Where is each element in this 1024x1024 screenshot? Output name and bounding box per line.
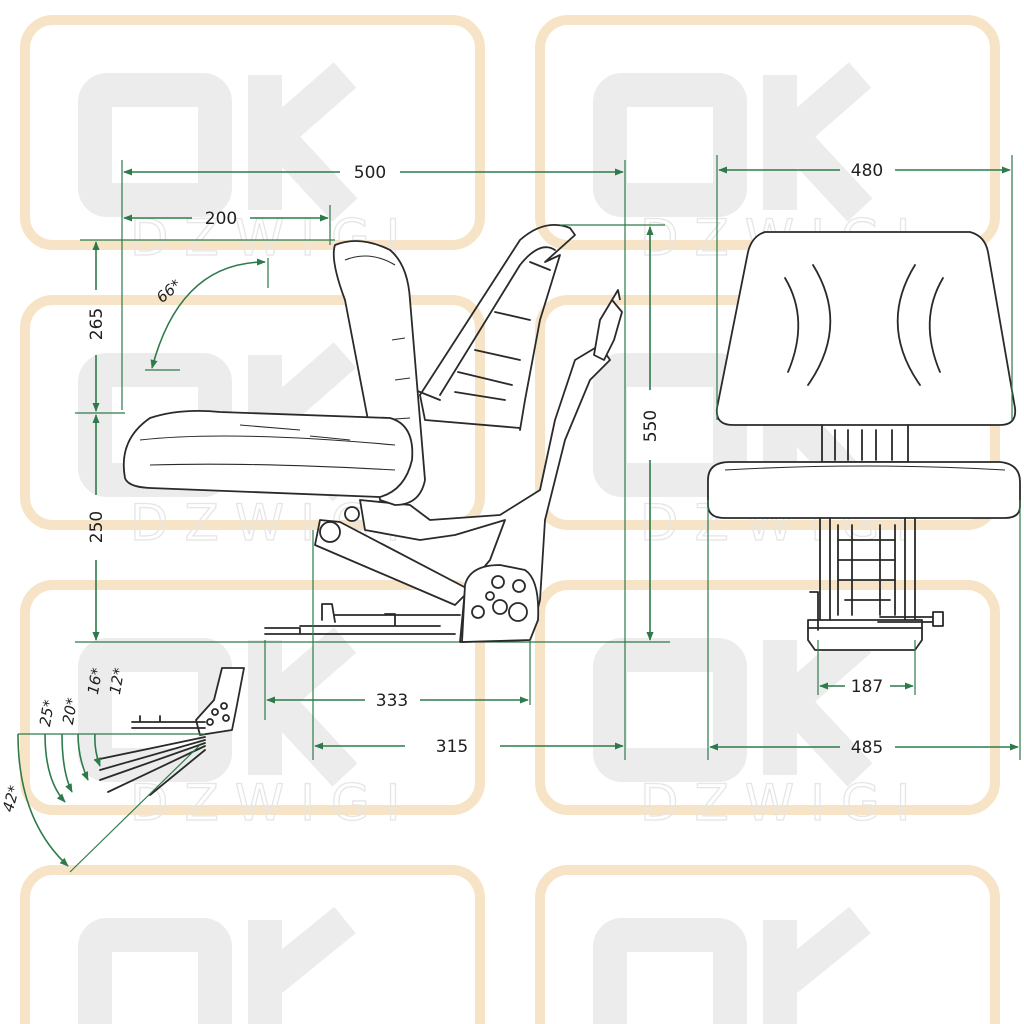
base-hole <box>491 575 505 589</box>
pivot-upper <box>344 506 360 522</box>
front-view-dimensions: 480 187 485 <box>707 155 1021 760</box>
tilt-position <box>99 739 206 771</box>
tilt-angle-label: 25* <box>36 698 58 728</box>
slide-rail <box>264 603 461 635</box>
base-hole-large <box>508 602 528 622</box>
watermark-tile-6 <box>535 580 1000 815</box>
base-hole <box>512 579 526 593</box>
front-seat-cushion <box>707 461 1021 519</box>
backrest-post <box>821 424 909 463</box>
backrest-groove <box>896 264 921 386</box>
dim-seat-height: 250 <box>87 511 107 543</box>
dim-base-width: 187 <box>851 677 883 697</box>
base-hole <box>471 605 485 619</box>
watermark-tile-8 <box>535 865 1000 1024</box>
seat-seams <box>139 424 396 471</box>
front-backrest <box>715 231 1017 426</box>
backrest-groove <box>928 277 944 373</box>
watermark-word: DZWIGI <box>640 774 926 832</box>
tilt-max-line <box>69 744 201 873</box>
dim-overall-height: 550 <box>641 410 661 442</box>
suspension-uprights <box>819 517 916 621</box>
front-view-seat <box>707 231 1021 651</box>
backrest-groove <box>784 277 800 373</box>
side-view-seat <box>75 224 670 643</box>
shock-absorber-top <box>593 299 623 361</box>
dim-backrest-depth: 200 <box>205 209 237 229</box>
dim-base-to-front: 315 <box>436 737 468 757</box>
adjust-knob <box>932 611 944 627</box>
tilt-angle-label: 16* <box>84 666 106 696</box>
base-hole <box>492 599 508 615</box>
tilt-hole <box>222 714 230 722</box>
base-hole-small <box>485 591 495 601</box>
tilt-position <box>149 749 206 796</box>
watermark-tile-7 <box>20 865 485 1024</box>
adjust-handle <box>877 616 936 623</box>
front-base-rail <box>807 591 923 631</box>
dim-backrest-height: 265 <box>87 308 107 340</box>
backrest-slats <box>454 311 531 401</box>
tilt-hole <box>206 718 214 726</box>
tilt-hole <box>211 708 219 716</box>
tilt-position <box>94 736 206 761</box>
lever-arm <box>314 519 471 606</box>
tilt-position <box>107 745 206 793</box>
backrest-frame-bottom <box>414 389 521 429</box>
shock-absorber-cap <box>611 289 621 301</box>
tilt-max-angle-label: 42* <box>0 783 23 814</box>
watermark-tile-1 <box>20 15 485 250</box>
backrest-groove <box>807 264 832 386</box>
backrest-slat-top <box>529 261 551 271</box>
watermark-word: DZWIGI <box>130 774 416 832</box>
dim-overall-width: 485 <box>851 738 883 758</box>
seat-cushion <box>122 409 414 498</box>
suspension-springs <box>837 524 896 616</box>
dim-slide-length: 333 <box>376 691 408 711</box>
dim-backrest-width: 480 <box>851 161 883 181</box>
watermark-tile-2 <box>535 15 1000 250</box>
front-base <box>807 619 923 651</box>
dim-overall-length: 500 <box>354 163 386 183</box>
tilt-angle-label: 12* <box>106 666 128 696</box>
tilt-detail: 12* 16* 20* 25* 42* <box>0 666 245 873</box>
tilt-bracket <box>195 667 245 736</box>
tilt-rail <box>131 715 206 729</box>
tilt-angle-label: 20* <box>59 696 81 726</box>
tilt-position <box>99 742 206 781</box>
seat-top-seam <box>724 465 1006 471</box>
pivot-front <box>319 521 341 543</box>
tilt-hole <box>220 702 228 710</box>
